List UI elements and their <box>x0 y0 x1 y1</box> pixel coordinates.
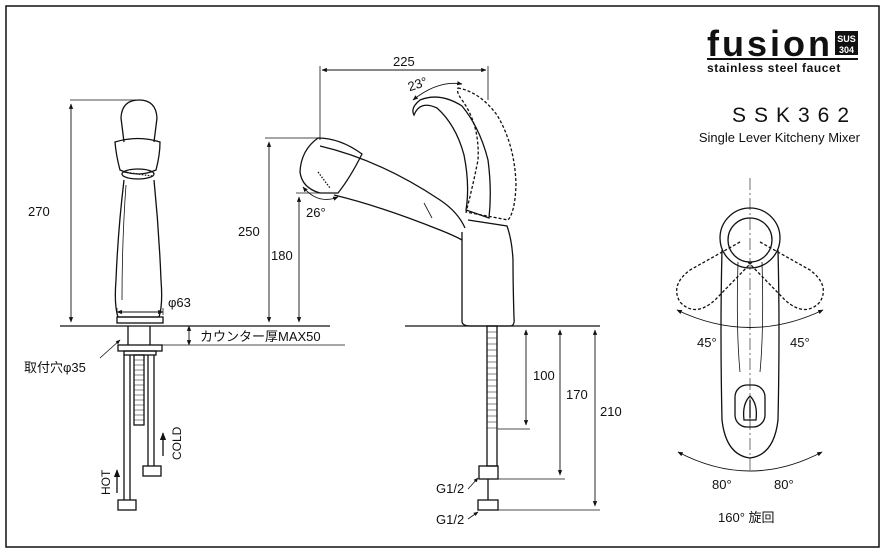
dim-reach-225: 225 <box>393 54 415 69</box>
drawing-frame <box>5 5 880 548</box>
dim-hose-210: 210 <box>600 404 622 419</box>
model-number: SSK362 <box>732 104 857 127</box>
dim-height-250: 250 <box>238 224 260 239</box>
side-view <box>60 99 345 511</box>
dim-hose-100: 100 <box>533 368 555 383</box>
rotation-label: 160° 旋回 <box>718 510 775 525</box>
angle-spout-right: 80° <box>774 477 794 492</box>
label-hot: HOT <box>99 469 113 495</box>
title-block: fusion SUS 304 stainless steel faucet SS… <box>699 23 861 145</box>
sus-badge <box>835 31 858 55</box>
angle-lever-left: 45° <box>697 335 717 350</box>
brand-tagline: stainless steel faucet <box>707 61 841 75</box>
badge-top: SUS <box>837 34 856 44</box>
dim-mount-hole: 取付穴φ35 <box>24 360 86 375</box>
dim-thread-1: G1/2 <box>436 481 464 496</box>
model-description: Single Lever Kitcheny Mixer <box>699 130 861 145</box>
dim-base-diameter: φ63 <box>168 295 191 310</box>
dim-counter-thickness: カウンター厚MAX50 <box>200 329 321 344</box>
dim-hose-170: 170 <box>566 387 588 402</box>
dim-lever-angle: 23° <box>406 74 429 94</box>
angle-spout-left: 80° <box>712 477 732 492</box>
angle-lever-right: 45° <box>790 335 810 350</box>
front-view <box>265 66 600 520</box>
badge-bottom: 304 <box>839 45 854 55</box>
dim-spout-angle: 26° <box>306 205 326 220</box>
dim-thread-2: G1/2 <box>436 512 464 527</box>
label-cold: COLD <box>170 426 184 460</box>
dim-height-180: 180 <box>271 248 293 263</box>
top-view <box>676 178 824 472</box>
brand-name: fusion <box>707 23 833 64</box>
dim-height-270: 270 <box>28 204 50 219</box>
